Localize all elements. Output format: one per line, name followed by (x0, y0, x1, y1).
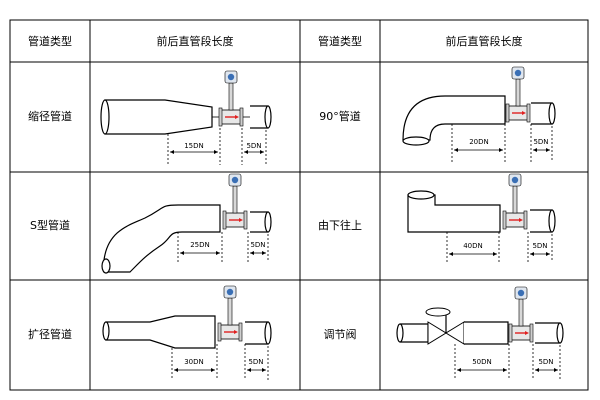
upstream-length-label: 40DN (463, 242, 483, 250)
diagram-reducer-pipe: 15DN 5DN (100, 70, 272, 165)
pipe-type-label: 扩径管道 (28, 327, 72, 341)
header-straight-length-left: 前后直管段长度 (157, 34, 234, 48)
vortex-flowmeter-icon (222, 173, 248, 230)
control-valve-icon (425, 307, 465, 345)
pipe-type-label: 调节阀 (324, 327, 357, 341)
header-pipe-type-left: 管道类型 (28, 34, 72, 48)
vortex-flowmeter-icon (505, 66, 531, 123)
downstream-length-label: 5DN (250, 241, 265, 249)
pipe-type-label: 由下往上 (318, 218, 362, 232)
diagram-elbow-pipe: 20DN 5DN (402, 66, 556, 162)
vortex-flowmeter-icon (502, 173, 528, 230)
header-straight-length-right: 前后直管段长度 (446, 34, 523, 48)
upstream-length-label: 15DN (184, 142, 204, 150)
table-grid (9, 19, 589, 391)
downstream-length-label: 5DN (532, 242, 547, 250)
diagram-control-valve-pipe: 50DN 5DN (396, 286, 564, 380)
pipe-type-label: S型管道 (30, 218, 70, 232)
downstream-length-label: 5DN (538, 358, 553, 366)
upstream-length-label: 30DN (184, 358, 204, 366)
upstream-length-label: 25DN (190, 241, 210, 249)
downstream-length-label: 5DN (533, 138, 548, 146)
downstream-length-label: 5DN (246, 142, 261, 150)
vortex-flowmeter-icon (217, 285, 243, 342)
diagram-bottom-up-pipe: 40DN 5DN (407, 173, 556, 262)
vortex-flowmeter-icon (218, 70, 244, 127)
upstream-length-label: 20DN (469, 138, 489, 146)
pipe-type-label: 90°管道 (319, 109, 361, 123)
pipe-type-label: 缩径管道 (28, 109, 72, 123)
header-pipe-type-right: 管道类型 (318, 34, 362, 48)
upstream-length-label: 50DN (472, 358, 492, 366)
downstream-length-label: 5DN (248, 358, 263, 366)
diagram-s-shaped-pipe: 25DN 5DN (101, 173, 272, 274)
diagram-expander-pipe: 30DN 5DN (102, 285, 272, 380)
vortex-flowmeter-icon (508, 286, 534, 343)
